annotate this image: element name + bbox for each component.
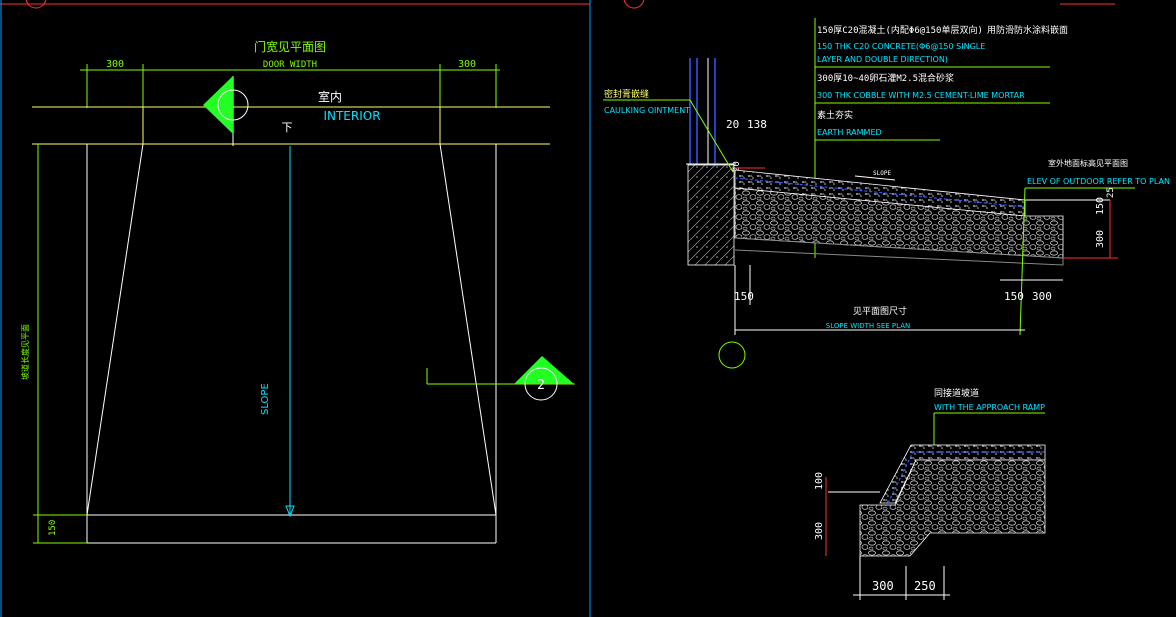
dim-150b: 150 bbox=[1004, 290, 1024, 303]
dim-20: 20 bbox=[726, 118, 739, 131]
layer2-en: 300 THK COBBLE WITH M2.5 CEMENT-LIME MOR… bbox=[817, 91, 1025, 100]
plan-slope-label: SLOPE bbox=[260, 383, 271, 415]
dim-150a: 150 bbox=[734, 290, 754, 303]
dim-300-2: 300 bbox=[872, 579, 894, 593]
elev-label-en: ELEV OF OUTDOOR REFER TO PLAN bbox=[1027, 177, 1170, 186]
approach-label-cn: 同接道坡道 bbox=[934, 387, 979, 399]
ramp-section-2: 同接道坡道 WITH THE APPROACH RAMP 100 300 300… bbox=[814, 387, 1046, 600]
dim-20b: 20 bbox=[732, 161, 742, 172]
dim-300v: 300 bbox=[1095, 230, 1106, 248]
section1-slope-label: SLOPE bbox=[873, 170, 891, 177]
plan-side-label: 坡道长度见平面 bbox=[20, 324, 30, 380]
section-mark-1 bbox=[203, 76, 249, 146]
layer3-en: EARTH RAMMED bbox=[817, 128, 882, 137]
caulk-label-en: CAULKING OINTMENT bbox=[604, 106, 690, 115]
dim-25: 25 bbox=[1106, 187, 1116, 198]
layer3-cn: 素土夯实 bbox=[817, 109, 853, 121]
elev-label-cn: 室外地面标高见平面图 bbox=[1048, 158, 1128, 168]
plan-dim-left: 300 bbox=[106, 59, 124, 70]
plan-title-cn: 门宽见平面图 bbox=[254, 39, 326, 54]
plan-interior-en: INTERIOR bbox=[323, 109, 380, 123]
dim-300: 300 bbox=[1032, 290, 1052, 303]
dim-100: 100 bbox=[814, 472, 825, 490]
plan-down-mark: 下 bbox=[282, 121, 293, 134]
sheet-header bbox=[0, 0, 1115, 617]
layer1-cn: 150厚C20混凝土(内配Φ6@150单层双向) bbox=[817, 24, 983, 36]
plan-dim-bottom: 150 bbox=[48, 520, 58, 536]
plan-title-en: DOOR WIDTH bbox=[263, 60, 317, 70]
dim-138: 138 bbox=[747, 118, 767, 131]
layer1-en-a: 150 THK C20 CONCRETE(Φ6@150 SINGLE bbox=[817, 42, 985, 51]
plan-dim-label-en: SLOPE WIDTH SEE PLAN bbox=[826, 322, 910, 330]
dim-300v-2: 300 bbox=[814, 522, 825, 540]
layer2-cn: 300厚10~40卵石灌M2.5混合砂浆 bbox=[817, 72, 954, 84]
section-mark-number: 2 bbox=[537, 378, 545, 393]
dim-250: 250 bbox=[914, 579, 936, 593]
plan-dim-label-cn: 见平面图尺寸 bbox=[853, 305, 907, 317]
section-mark-2: 2 bbox=[426, 356, 575, 401]
approach-label-en: WITH THE APPROACH RAMP bbox=[934, 403, 1045, 412]
caulk-label-cn: 密封膏嵌缝 bbox=[604, 88, 649, 100]
layer1-en-b: LAYER AND DOUBLE DIRECTION) bbox=[817, 55, 948, 64]
dim-150v: 150 bbox=[1095, 197, 1106, 215]
top-right-note: 用防滑防水涂料嵌面 bbox=[987, 24, 1068, 36]
ramp-section-1: 密封膏嵌缝 CAULKING OINTMENT 150厚C20混凝土(内配Φ6@… bbox=[603, 18, 1170, 369]
plan-dim-right: 300 bbox=[458, 59, 476, 70]
plan-interior-cn: 室内 bbox=[318, 89, 342, 104]
ramp-plan: 门宽见平面图 DOOR WIDTH 300 300 室内 INTERIOR 下 bbox=[20, 39, 575, 544]
